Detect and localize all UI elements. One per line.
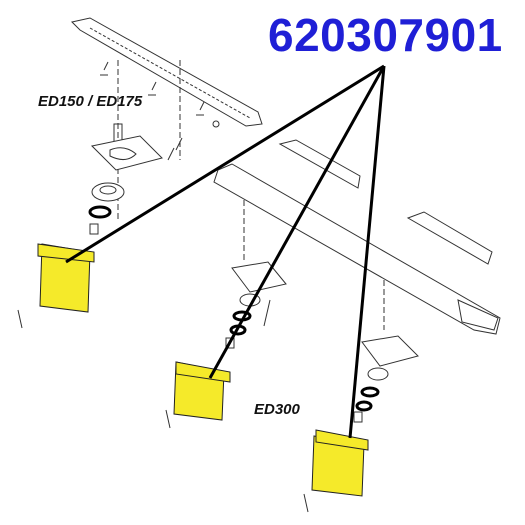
model-label-ed150-ed175: ED150 / ED175 bbox=[38, 93, 143, 110]
leader-line-1 bbox=[65, 64, 385, 264]
blade-arm bbox=[71, 17, 263, 127]
crossbar bbox=[213, 163, 501, 335]
highlighted-bushing-2 bbox=[165, 361, 231, 429]
assembly-middle bbox=[165, 139, 501, 429]
leader-line-2 bbox=[208, 65, 386, 379]
mount-plate bbox=[231, 261, 287, 293]
leader-line-3 bbox=[348, 65, 386, 439]
mount-plate bbox=[361, 335, 419, 367]
part-number-callout: 620307901 bbox=[268, 9, 503, 61]
highlighted-bushing-3 bbox=[303, 429, 369, 513]
bearing bbox=[91, 182, 125, 202]
assembly-ed300 bbox=[303, 211, 499, 513]
assembly-ed150-ed175 bbox=[17, 17, 263, 329]
highlighted-bushing-1 bbox=[17, 243, 95, 329]
leader-lines bbox=[65, 64, 386, 439]
model-label-ed300: ED300 bbox=[254, 401, 300, 418]
mount-plate bbox=[90, 135, 163, 171]
